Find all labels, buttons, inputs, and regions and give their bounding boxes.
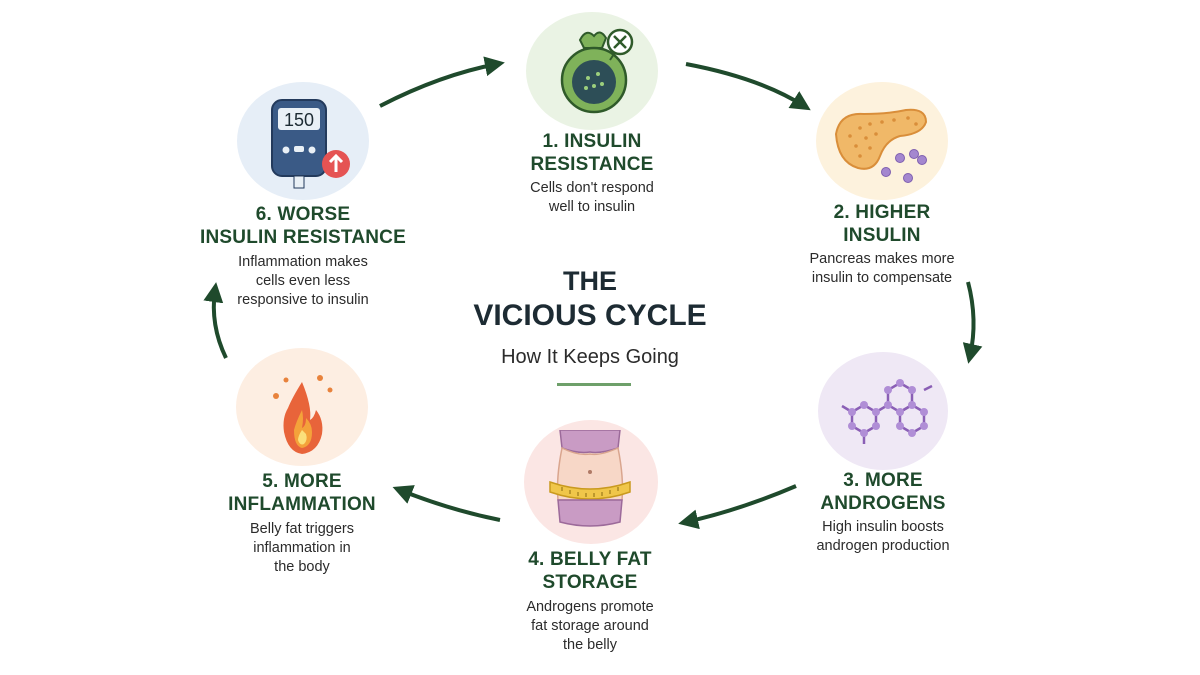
center-title-line2: VICIOUS CYCLE — [473, 299, 707, 332]
step-4-desc-line3: the belly — [562, 637, 617, 653]
step-4-title-line1: 4. BELLY FAT — [528, 549, 652, 570]
cell-icon — [560, 28, 634, 114]
arrow-4-to-5 — [392, 485, 501, 522]
step-3-desc-line1: High insulin boosts — [822, 519, 944, 535]
step-6-desc-line3: responsive to insulin — [237, 292, 369, 308]
arrow-1-to-2 — [685, 62, 811, 111]
center-subtitle: How It Keeps Going — [501, 346, 679, 368]
step-5-title-line1: 5. MORE — [262, 471, 342, 492]
glucose-reading: 150 — [283, 110, 315, 130]
step-3-desc-line2: androgen production — [816, 538, 950, 554]
step-5-desc-line1: Belly fat triggers — [250, 521, 354, 537]
center-title-line1: THE — [563, 266, 617, 296]
step-1-desc-line1: Cells don't respond — [530, 180, 654, 196]
step-2-title-line2: INSULIN — [843, 225, 921, 246]
step-2-desc-line2: insulin to compensate — [811, 270, 953, 286]
step-6-title-line1: 6. WORSE — [255, 204, 351, 225]
step-2-desc-line1: Pancreas makes more — [809, 251, 955, 267]
step-1-desc-line2: well to insulin — [548, 199, 636, 215]
step-1-title-line2: RESISTANCE — [530, 154, 654, 175]
step-4-desc-line2: fat storage around — [531, 618, 649, 634]
step-1-title-line1: 1. INSULIN — [542, 131, 642, 152]
step-6-desc-line2: cells even less — [255, 273, 351, 289]
pancreas-icon — [834, 108, 928, 183]
step-3-title-line1: 3. MORE — [843, 470, 923, 491]
step-2-title-line1: 2. HIGHER — [833, 202, 931, 223]
arrow-6-to-1 — [379, 56, 505, 108]
step-6-title-line2: INSULIN RESISTANCE — [200, 227, 406, 248]
step-6-desc-line1: Inflammation makes — [238, 254, 368, 270]
center-divider — [557, 383, 631, 386]
fire-icon — [273, 375, 333, 454]
molecule-icon — [841, 379, 933, 444]
arrow-2-to-3 — [962, 281, 983, 364]
step-4-desc-line1: Androgens promote — [526, 599, 654, 615]
step-3-title-line2: ANDROGENS — [820, 493, 946, 514]
step-5-desc-line2: inflammation in — [253, 540, 351, 556]
step-5-title-line2: INFLAMMATION — [228, 494, 376, 515]
step-4-title-line2: STORAGE — [542, 572, 638, 593]
belly-measuring-tape-icon — [549, 430, 631, 527]
step-5-desc-line3: the body — [274, 559, 330, 575]
arrow-5-to-6 — [203, 282, 228, 359]
glucose-meter-icon — [271, 99, 350, 189]
arrow-3-to-4 — [678, 484, 797, 530]
